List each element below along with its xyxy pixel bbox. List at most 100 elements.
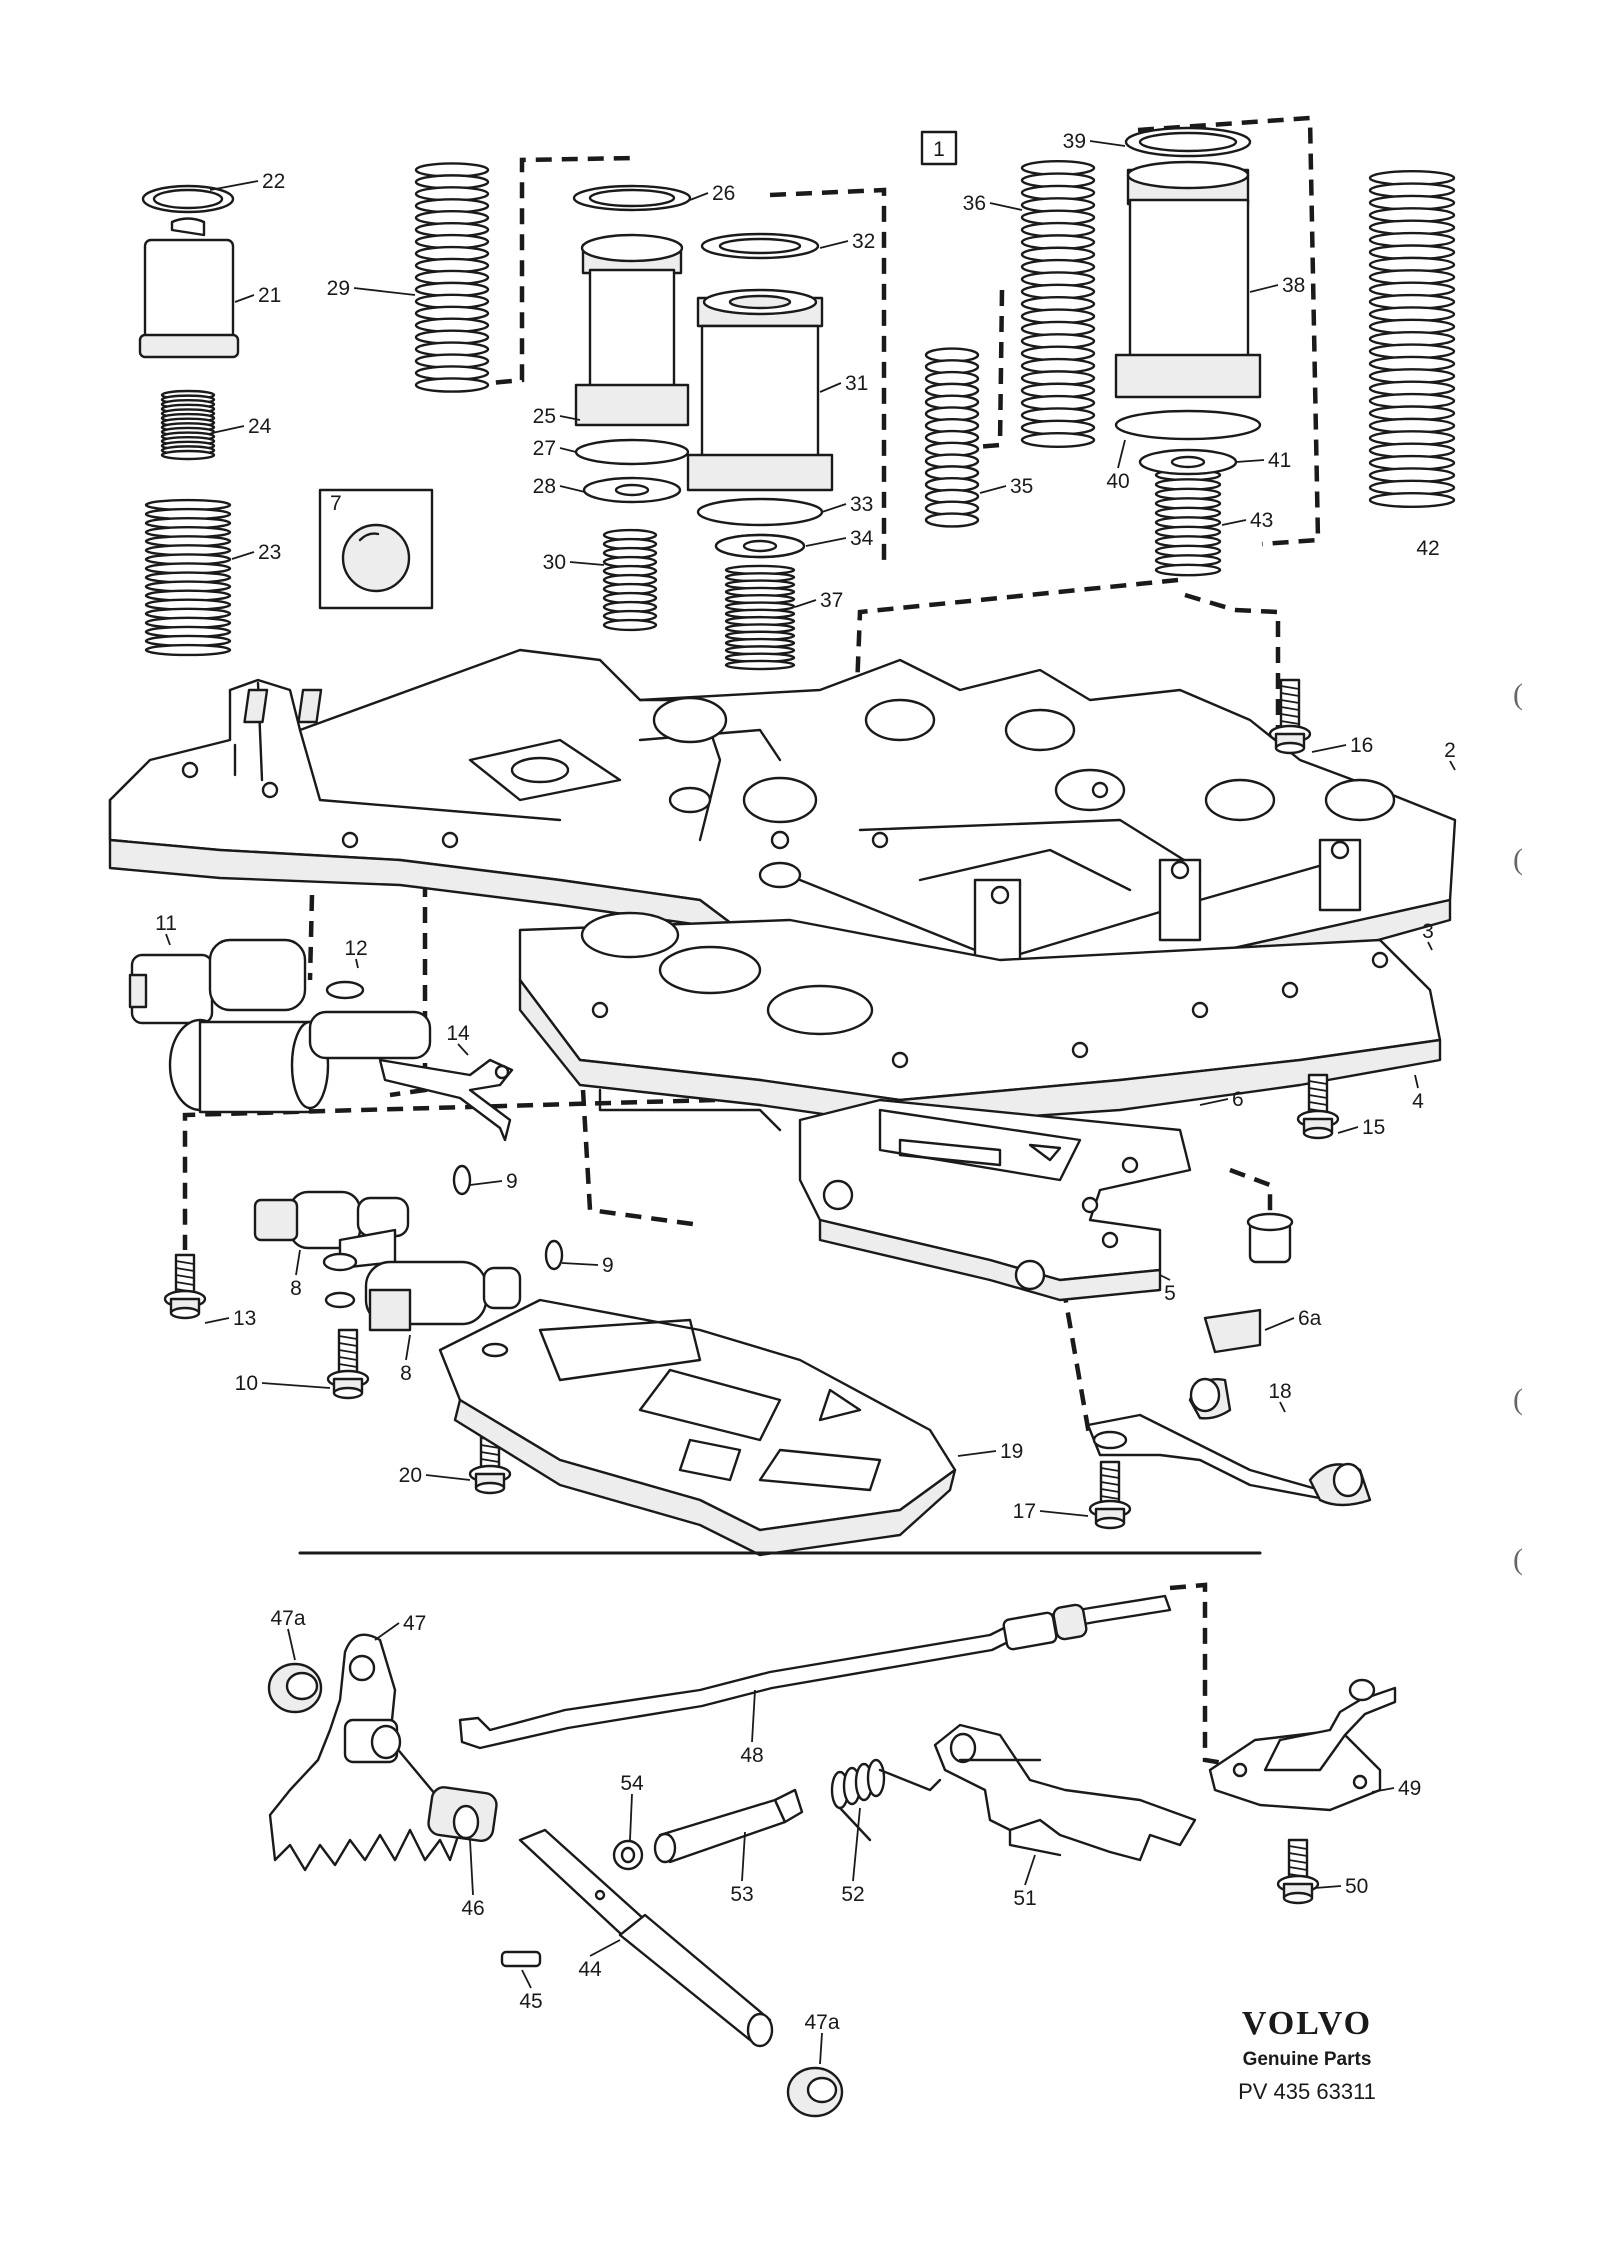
brand-subtitle: Genuine Parts bbox=[1242, 2049, 1372, 2070]
callout-leader bbox=[689, 192, 709, 201]
callout-label: 51 bbox=[1013, 1887, 1036, 1910]
bracket-49 bbox=[1208, 1678, 1397, 1812]
callout-label: 9 bbox=[506, 1170, 518, 1193]
bolt-20 bbox=[468, 1423, 512, 1495]
gasket-4 bbox=[518, 978, 1442, 1132]
callout-label: 49 bbox=[1398, 1777, 1421, 1800]
sleeve-38 bbox=[1114, 126, 1262, 476]
callout-leader bbox=[1311, 744, 1347, 753]
callout-leader bbox=[353, 287, 416, 296]
callout-label: 38 bbox=[1282, 274, 1305, 297]
piston-21 bbox=[138, 184, 240, 359]
callout-label: 14 bbox=[446, 1022, 470, 1045]
callouts: 2221242372926252728303231333437353639384… bbox=[155, 130, 1456, 2065]
callout-label: 28 bbox=[533, 475, 556, 498]
callout-label: 4 bbox=[1412, 1090, 1424, 1113]
callout-label: 9 bbox=[602, 1254, 614, 1277]
callout-leader bbox=[1159, 1274, 1171, 1281]
callout-leader bbox=[819, 240, 849, 249]
callout-label: 47 bbox=[403, 1612, 426, 1635]
callout-leader bbox=[469, 1839, 474, 1896]
callout-label: 16 bbox=[1350, 734, 1373, 757]
o-rings-9 bbox=[452, 1164, 564, 1271]
solenoid-8-a bbox=[253, 1190, 410, 1272]
callout-label: 23 bbox=[258, 541, 281, 564]
callout-label: 35 bbox=[1010, 475, 1033, 498]
callout-leader bbox=[1264, 1317, 1295, 1331]
callout-label: 12 bbox=[344, 937, 367, 960]
solenoid-8-b bbox=[324, 1260, 522, 1332]
callout-leader bbox=[794, 599, 817, 608]
bracket-14 bbox=[378, 1058, 514, 1142]
callout-leader bbox=[559, 447, 577, 453]
callout-label: 10 bbox=[235, 1372, 258, 1395]
spring-36 bbox=[1020, 159, 1096, 449]
margin-mark: ( bbox=[1513, 843, 1523, 876]
selector-lever-47 bbox=[268, 1633, 462, 1872]
callout-leader bbox=[1039, 1510, 1089, 1517]
lever-51 bbox=[933, 1723, 1197, 1862]
callout-leader bbox=[751, 1689, 756, 1743]
callout-label: 8 bbox=[290, 1277, 302, 1300]
callout-label: 37 bbox=[820, 589, 843, 612]
callout-leader bbox=[374, 1622, 400, 1641]
callout-leader bbox=[819, 382, 842, 393]
callout-label: 52 bbox=[841, 1883, 864, 1906]
callout-label: 17 bbox=[1013, 1500, 1036, 1523]
callout-leader bbox=[559, 415, 581, 421]
callout-label: 32 bbox=[852, 230, 875, 253]
callout-leader bbox=[204, 1317, 230, 1324]
callout-leader bbox=[1024, 1854, 1036, 1886]
washer-47a-top bbox=[267, 1662, 323, 1714]
callout-leader bbox=[821, 503, 847, 513]
callout-leader bbox=[231, 551, 255, 560]
transfer-plate-5 bbox=[798, 1098, 1192, 1302]
spring-29 bbox=[414, 162, 490, 393]
callout-label: 47a bbox=[270, 1607, 305, 1630]
callout-leader bbox=[211, 425, 245, 434]
spring-52 bbox=[830, 1758, 942, 1842]
clip-54 bbox=[612, 1839, 644, 1871]
spring-30 bbox=[602, 528, 658, 632]
callout-leader bbox=[1199, 1098, 1229, 1106]
callout-leader bbox=[1414, 1074, 1419, 1089]
callout-label: 25 bbox=[533, 405, 556, 428]
callout-label: 46 bbox=[461, 1897, 484, 1920]
callout-label: 47a bbox=[804, 2011, 839, 2034]
callout-label: 42 bbox=[1416, 537, 1439, 560]
callout-label: 19 bbox=[1000, 1440, 1023, 1463]
plugs-6a bbox=[1203, 1212, 1294, 1354]
callout-leader bbox=[1117, 439, 1126, 469]
callout-label: 31 bbox=[845, 372, 868, 395]
callout-label: 26 bbox=[712, 182, 735, 205]
bushing-46 bbox=[427, 1786, 498, 1843]
callout-leader bbox=[521, 1969, 532, 1989]
bolts bbox=[163, 678, 1340, 1905]
callout-label: 8 bbox=[400, 1362, 412, 1385]
spring-24 bbox=[160, 389, 216, 461]
callout-label: 48 bbox=[740, 1744, 763, 1767]
callout-leader bbox=[569, 561, 605, 566]
callout-label: 44 bbox=[578, 1958, 602, 1981]
callout-label: 39 bbox=[1063, 130, 1086, 153]
callout-leader bbox=[1337, 1126, 1359, 1134]
pin-53 bbox=[653, 1788, 804, 1864]
pin-45 bbox=[500, 1950, 542, 1968]
callout-label: 11 bbox=[155, 912, 177, 935]
callout-label: 18 bbox=[1268, 1380, 1291, 1403]
callout-leader bbox=[1089, 140, 1126, 147]
callout-label: 50 bbox=[1345, 1875, 1368, 1898]
callout-label: 54 bbox=[620, 1772, 644, 1795]
rod-48 bbox=[458, 1594, 1172, 1750]
callout-label: 2 bbox=[1444, 739, 1456, 762]
callout-label: 43 bbox=[1250, 509, 1273, 532]
callout-leader bbox=[979, 485, 1007, 494]
callout-leader bbox=[165, 933, 171, 946]
callout-leader bbox=[957, 1450, 997, 1457]
callout-leader bbox=[355, 958, 359, 969]
callout-label: 6 bbox=[1232, 1088, 1244, 1111]
callout-leader bbox=[852, 1807, 861, 1882]
callout-leader bbox=[209, 180, 259, 191]
washer-47a-bottom bbox=[786, 2066, 844, 2118]
callout-leader bbox=[1314, 1885, 1342, 1889]
